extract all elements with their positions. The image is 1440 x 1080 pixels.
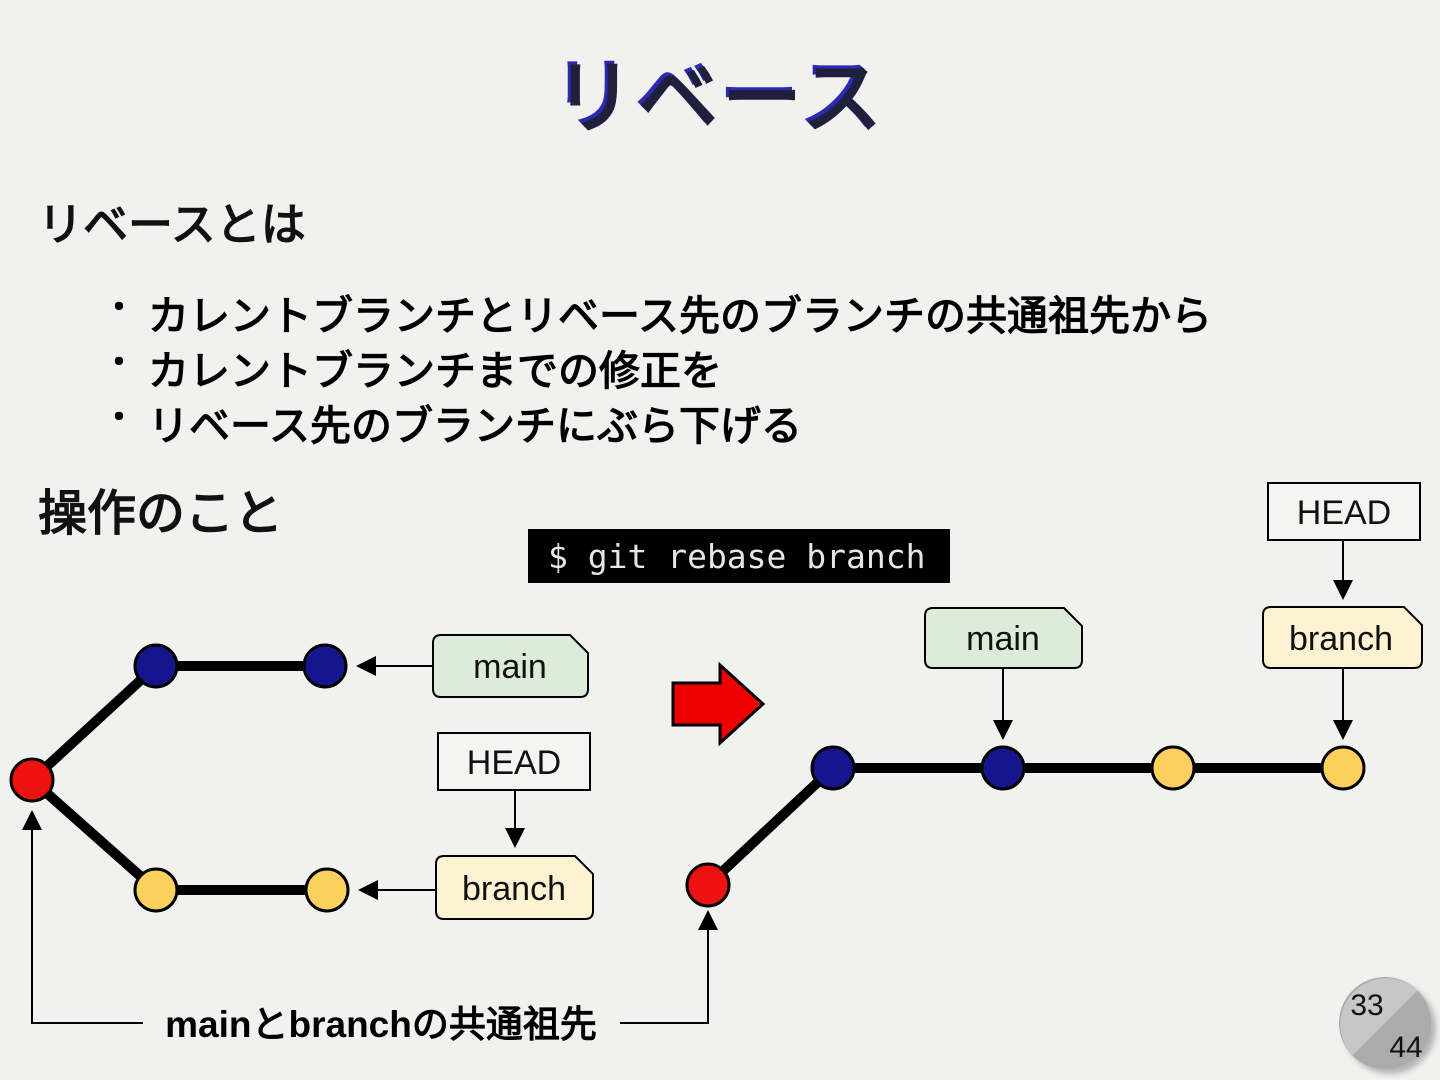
bullet-item: ・ カレントブランチとリベース先のブランチの共通祖先から [102, 282, 1212, 339]
graph-before: main HEAD branch [9, 634, 594, 920]
bullet-marker: ・ [102, 344, 136, 382]
bullet-item: ・ リベース先のブランチにぶら下げる [102, 392, 1212, 449]
bullet-text: カレントブランチとリベース先のブランチの共通祖先から [148, 293, 1212, 339]
commit-ancestor-before [9, 757, 55, 803]
edge-main-before [28, 661, 325, 784]
bullet-list: ・ カレントブランチとリベース先のブランチの共通祖先から ・ カレントブランチま… [102, 282, 1212, 449]
commit-branch-1-before [133, 867, 179, 913]
branch-label-before: branch [462, 870, 566, 908]
bullet-text: リベース先のブランチにぶら下げる [148, 403, 802, 449]
ancestor-connector-right [620, 910, 718, 1024]
commit-main-1-before [133, 643, 179, 689]
heading-operation: 操作のこと [38, 487, 284, 541]
git-command-box: $ git rebase branch [528, 529, 950, 583]
commit-ancestor-after [685, 862, 731, 908]
ancestor-connector-left [22, 810, 143, 1024]
graph-after: main HEAD branch [685, 482, 1423, 908]
slide-title: リベース [554, 54, 886, 143]
commit-main-2-after [980, 745, 1026, 791]
head-label-after: HEAD [1297, 494, 1391, 532]
branch-label-box-after [1262, 606, 1423, 669]
branch-label-after: branch [1289, 620, 1393, 658]
edge-after [704, 763, 1343, 889]
page-badge-highlight [1340, 978, 1418, 1056]
bullet-marker: ・ [102, 289, 136, 327]
page-current: 33 [1350, 989, 1383, 1022]
heading-rebase-toha: リベースとは [38, 199, 306, 250]
commit-branch-2-after [1320, 745, 1366, 791]
main-label-box-before [432, 634, 589, 698]
ancestor-caption: mainとbranchの共通祖先 [165, 1004, 597, 1045]
bullet-text: カレントブランチまでの修正を [148, 348, 722, 394]
commit-branch-2-before [304, 867, 350, 913]
commit-branch-1-after [1150, 745, 1196, 791]
head-label-before: HEAD [467, 744, 561, 782]
main-label-after: main [966, 620, 1040, 658]
git-command-text: $ git rebase branch [548, 536, 926, 576]
ancestor-callout: mainとbranchの共通祖先 [22, 810, 718, 1045]
bullet-item: ・ カレントブランチまでの修正を [102, 337, 1212, 394]
page-number-badge: 33 44 [1339, 977, 1436, 1074]
commit-main-1-after [810, 745, 856, 791]
main-label-box-after [924, 607, 1083, 669]
head-label-box-after [1267, 482, 1421, 541]
main-label-before: main [473, 648, 547, 686]
transform-arrow-icon [671, 661, 766, 747]
branch-label-box-before [435, 855, 594, 920]
head-label-box-before [437, 732, 591, 791]
commit-main-2-before [302, 643, 348, 689]
bullet-marker: ・ [102, 399, 136, 437]
edge-branch-before [28, 776, 327, 895]
page-total: 44 [1389, 1031, 1422, 1064]
